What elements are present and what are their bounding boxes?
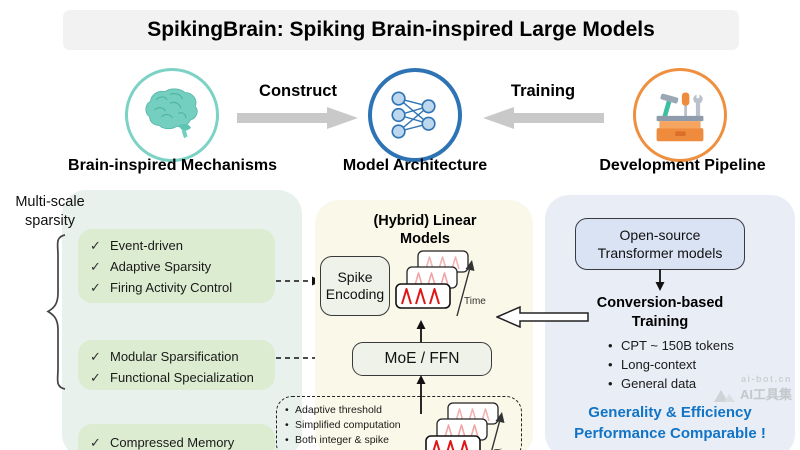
feature-item: ✓ Functional Specialization bbox=[90, 367, 275, 388]
construct-label: Construct bbox=[259, 82, 337, 100]
spike-scheme-notes: • Adaptive threshold • Simplified comput… bbox=[285, 403, 435, 448]
brain-icon-graphic bbox=[145, 88, 198, 139]
note-item-label: Both integer & spike bbox=[295, 434, 389, 446]
feature-item-label: Event-driven bbox=[110, 238, 183, 253]
moe-ffn-box: MoE / FFN bbox=[352, 342, 492, 376]
training-arrow-icon bbox=[483, 107, 604, 129]
network-icon bbox=[368, 68, 462, 162]
feature-item: ✓ Firing Activity Control bbox=[90, 277, 275, 298]
check-icon: ✓ bbox=[90, 237, 101, 253]
open-source-transformer-box: Open-source Transformer models bbox=[575, 218, 745, 270]
note-item-label: Simplified computation bbox=[295, 419, 401, 431]
check-icon: ✓ bbox=[90, 279, 101, 295]
check-icon: ✓ bbox=[90, 258, 101, 274]
feature-item: ✓ Adaptive Sparsity bbox=[90, 256, 275, 277]
training-bullet-label: Long-context bbox=[621, 357, 697, 372]
spike-train-stack-icon: Time bbox=[425, 402, 516, 450]
conversion-training-title: Conversion-based Training bbox=[596, 295, 724, 330]
network-icon-graphic bbox=[391, 91, 436, 139]
time-axis-label: Time bbox=[464, 296, 486, 307]
construct-arrow-icon bbox=[237, 107, 358, 129]
hollow-left-arrow-icon bbox=[496, 306, 589, 328]
spike-encoding-box: Spike Encoding bbox=[320, 256, 390, 316]
watermark-logo-icon bbox=[713, 390, 735, 402]
feature-item-label: Functional Specialization bbox=[110, 370, 254, 385]
sparsity-feature-group-3: ✓ Compressed Memory bbox=[78, 424, 275, 450]
spike-encoding-label: Spike Encoding bbox=[325, 269, 385, 302]
training-label: Training bbox=[510, 82, 576, 100]
bullet-icon: • bbox=[285, 419, 289, 431]
feature-item: ✓ Modular Sparsification bbox=[90, 346, 275, 367]
up-arrow-stack-to-moe bbox=[416, 375, 426, 414]
bullet-icon: • bbox=[608, 357, 613, 372]
bullet-icon: • bbox=[608, 376, 613, 391]
brain-icon bbox=[125, 68, 219, 162]
watermark-url: ai-bot.cn bbox=[741, 374, 792, 384]
spike-train-stack-icon: Time bbox=[395, 250, 486, 317]
check-icon: ✓ bbox=[90, 369, 101, 385]
note-item: • Adaptive threshold bbox=[285, 403, 435, 418]
watermark-name: AI工具集 bbox=[739, 387, 792, 402]
training-bullet-label: General data bbox=[621, 376, 697, 391]
training-bullet-list: • CPT ~ 150B tokens • Long-context • Gen… bbox=[608, 336, 778, 393]
note-item: • Both integer & spike bbox=[285, 433, 435, 448]
sparsity-feature-group-2: ✓ Modular Sparsification ✓ Functional Sp… bbox=[78, 340, 275, 390]
sparsity-feature-group-1: ✓ Event-driven ✓ Adaptive Sparsity ✓ Fir… bbox=[78, 229, 275, 303]
check-icon: ✓ bbox=[90, 348, 101, 364]
spike-scheme-notes-box bbox=[276, 396, 522, 450]
page-title: SpikingBrain: Spiking Brain-inspired Lar… bbox=[63, 10, 739, 50]
curly-brace bbox=[46, 234, 66, 390]
training-bullet-item: • Long-context bbox=[608, 355, 778, 374]
bullet-icon: • bbox=[608, 338, 613, 353]
hybrid-linear-models-title: (Hybrid) Linear Models bbox=[373, 213, 477, 247]
pipeline-caption: Development Pipeline bbox=[599, 157, 766, 174]
toolbox-icon-graphic bbox=[656, 92, 704, 142]
performance-highlight: Generality & Efficiency Performance Comp… bbox=[574, 404, 766, 442]
watermark: ai-bot.cn AI工具集 bbox=[688, 374, 792, 403]
moe-ffn-label: MoE / FFN bbox=[384, 350, 460, 367]
brain-caption: Brain-inspired Mechanisms bbox=[68, 157, 277, 174]
up-arrow-moe-to-stack bbox=[416, 320, 426, 344]
training-bullet-label: CPT ~ 150B tokens bbox=[621, 338, 734, 353]
note-item-label: Adaptive threshold bbox=[295, 404, 382, 416]
feature-item: ✓ Compressed Memory bbox=[90, 432, 275, 450]
time-axis-label: Time bbox=[494, 448, 516, 450]
feature-item-label: Firing Activity Control bbox=[110, 280, 233, 295]
bullet-icon: • bbox=[285, 404, 289, 416]
training-bullet-item: • General data bbox=[608, 374, 778, 393]
feature-item: ✓ Event-driven bbox=[90, 235, 275, 256]
training-bullet-item: • CPT ~ 150B tokens bbox=[608, 336, 778, 355]
feature-item-label: Modular Sparsification bbox=[110, 349, 239, 364]
feature-item-label: Compressed Memory bbox=[110, 435, 235, 450]
architecture-caption: Model Architecture bbox=[342, 157, 488, 174]
note-item: • Simplified computation bbox=[285, 418, 435, 433]
check-icon: ✓ bbox=[90, 434, 101, 450]
down-arrow-icon bbox=[655, 269, 665, 291]
feature-item-label: Adaptive Sparsity bbox=[110, 259, 212, 274]
bullet-icon: • bbox=[285, 434, 289, 446]
multiscale-sparsity-label: Multi-scale sparsity bbox=[15, 194, 85, 229]
toolbox-icon bbox=[633, 68, 727, 162]
